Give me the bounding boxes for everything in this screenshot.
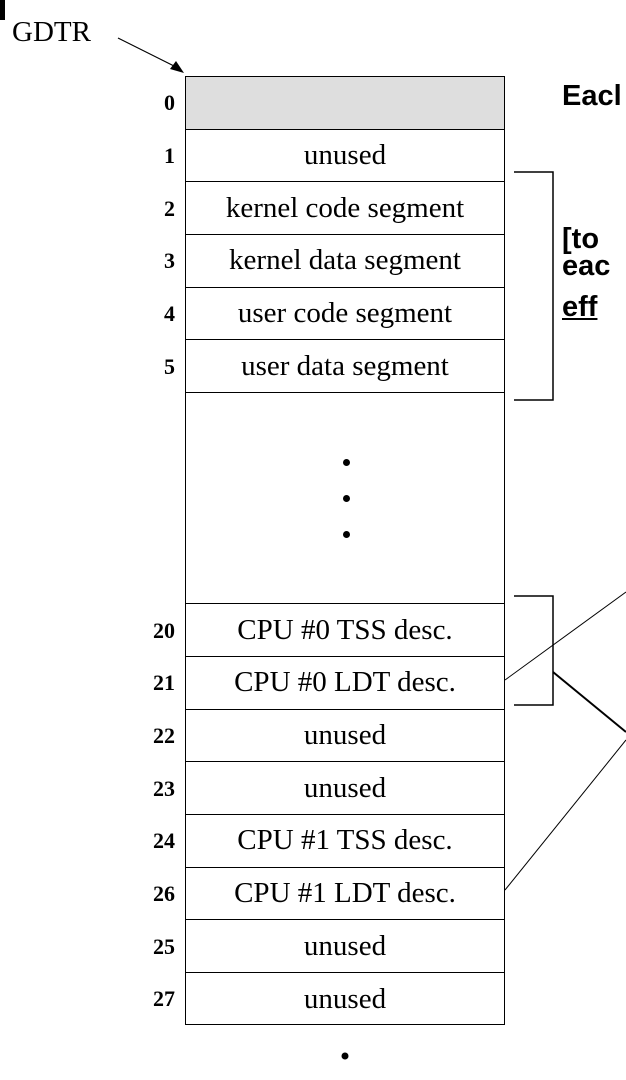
gdt-index-23: 23 — [153, 775, 175, 801]
ellipsis-dot — [343, 459, 350, 467]
gdtr-arrowhead — [170, 61, 184, 73]
gdt-entry-27: unused — [303, 982, 387, 1015]
bottom-ellipsis-dot — [341, 1052, 349, 1060]
gdt-entry-20: CPU #0 TSS desc. — [186, 604, 504, 657]
pointer-line-cpu0 — [504, 591, 626, 681]
ellipsis-dot — [343, 495, 350, 503]
gdt-entry-21: CPU #0 LDT desc. — [186, 657, 504, 710]
callout-line-upper — [552, 671, 626, 733]
gdt-ellipsis-gap — [186, 393, 504, 605]
side-text-line-2: [to — [562, 223, 600, 255]
bracket-cpu0-descriptors — [514, 595, 554, 706]
gdt-entry-25: unused — [186, 920, 504, 974]
ellipsis-dot — [343, 531, 350, 539]
gdt-entry-5: user data segment — [186, 341, 504, 394]
gdt-entry-22: unused — [186, 710, 504, 763]
gdt-index-2: 2 — [164, 195, 175, 221]
side-text-line-3: eac — [562, 250, 611, 282]
gdt-index-21: 21 — [153, 670, 175, 696]
gdt-entry-23: unused — [186, 762, 504, 815]
gdt-index-24: 24 — [153, 828, 175, 854]
side-text-line-4: eff — [562, 291, 598, 323]
gdt-index-5: 5 — [164, 353, 175, 379]
gdt-entry-2: kernel code segment — [186, 182, 504, 236]
gdt-entry-0 — [186, 77, 504, 130]
gdt-entry-1: unused — [186, 130, 504, 183]
side-text-line-1: Eacl — [562, 80, 622, 112]
gdtr-arrow-line — [117, 37, 179, 69]
gdt-index-25: 25 — [153, 933, 175, 959]
gdt-index-20: 20 — [153, 617, 175, 643]
gdt-index-1: 1 — [164, 143, 175, 169]
gdt-index-3: 3 — [164, 248, 175, 274]
gdt-entry-3: kernel data segment — [186, 235, 504, 288]
corner-mark — [0, 0, 5, 20]
bracket-kernel-user-segments — [514, 171, 554, 401]
gdt-entry-4: user code segment — [186, 288, 504, 341]
gdtr-label: GDTR — [12, 16, 91, 48]
gdt-index-4: 4 — [164, 301, 175, 327]
pointer-line-cpu1 — [504, 739, 626, 891]
gdt-index-0: 0 — [164, 90, 175, 116]
gdt-index-22: 22 — [153, 722, 175, 748]
gdt-entry-24: CPU #1 TSS desc. — [186, 815, 504, 868]
gdt-entry-26: CPU #1 LDT desc. — [186, 868, 504, 921]
gdt-index-27: 27 — [153, 986, 175, 1012]
gdt-index-26: 26 — [153, 881, 175, 907]
